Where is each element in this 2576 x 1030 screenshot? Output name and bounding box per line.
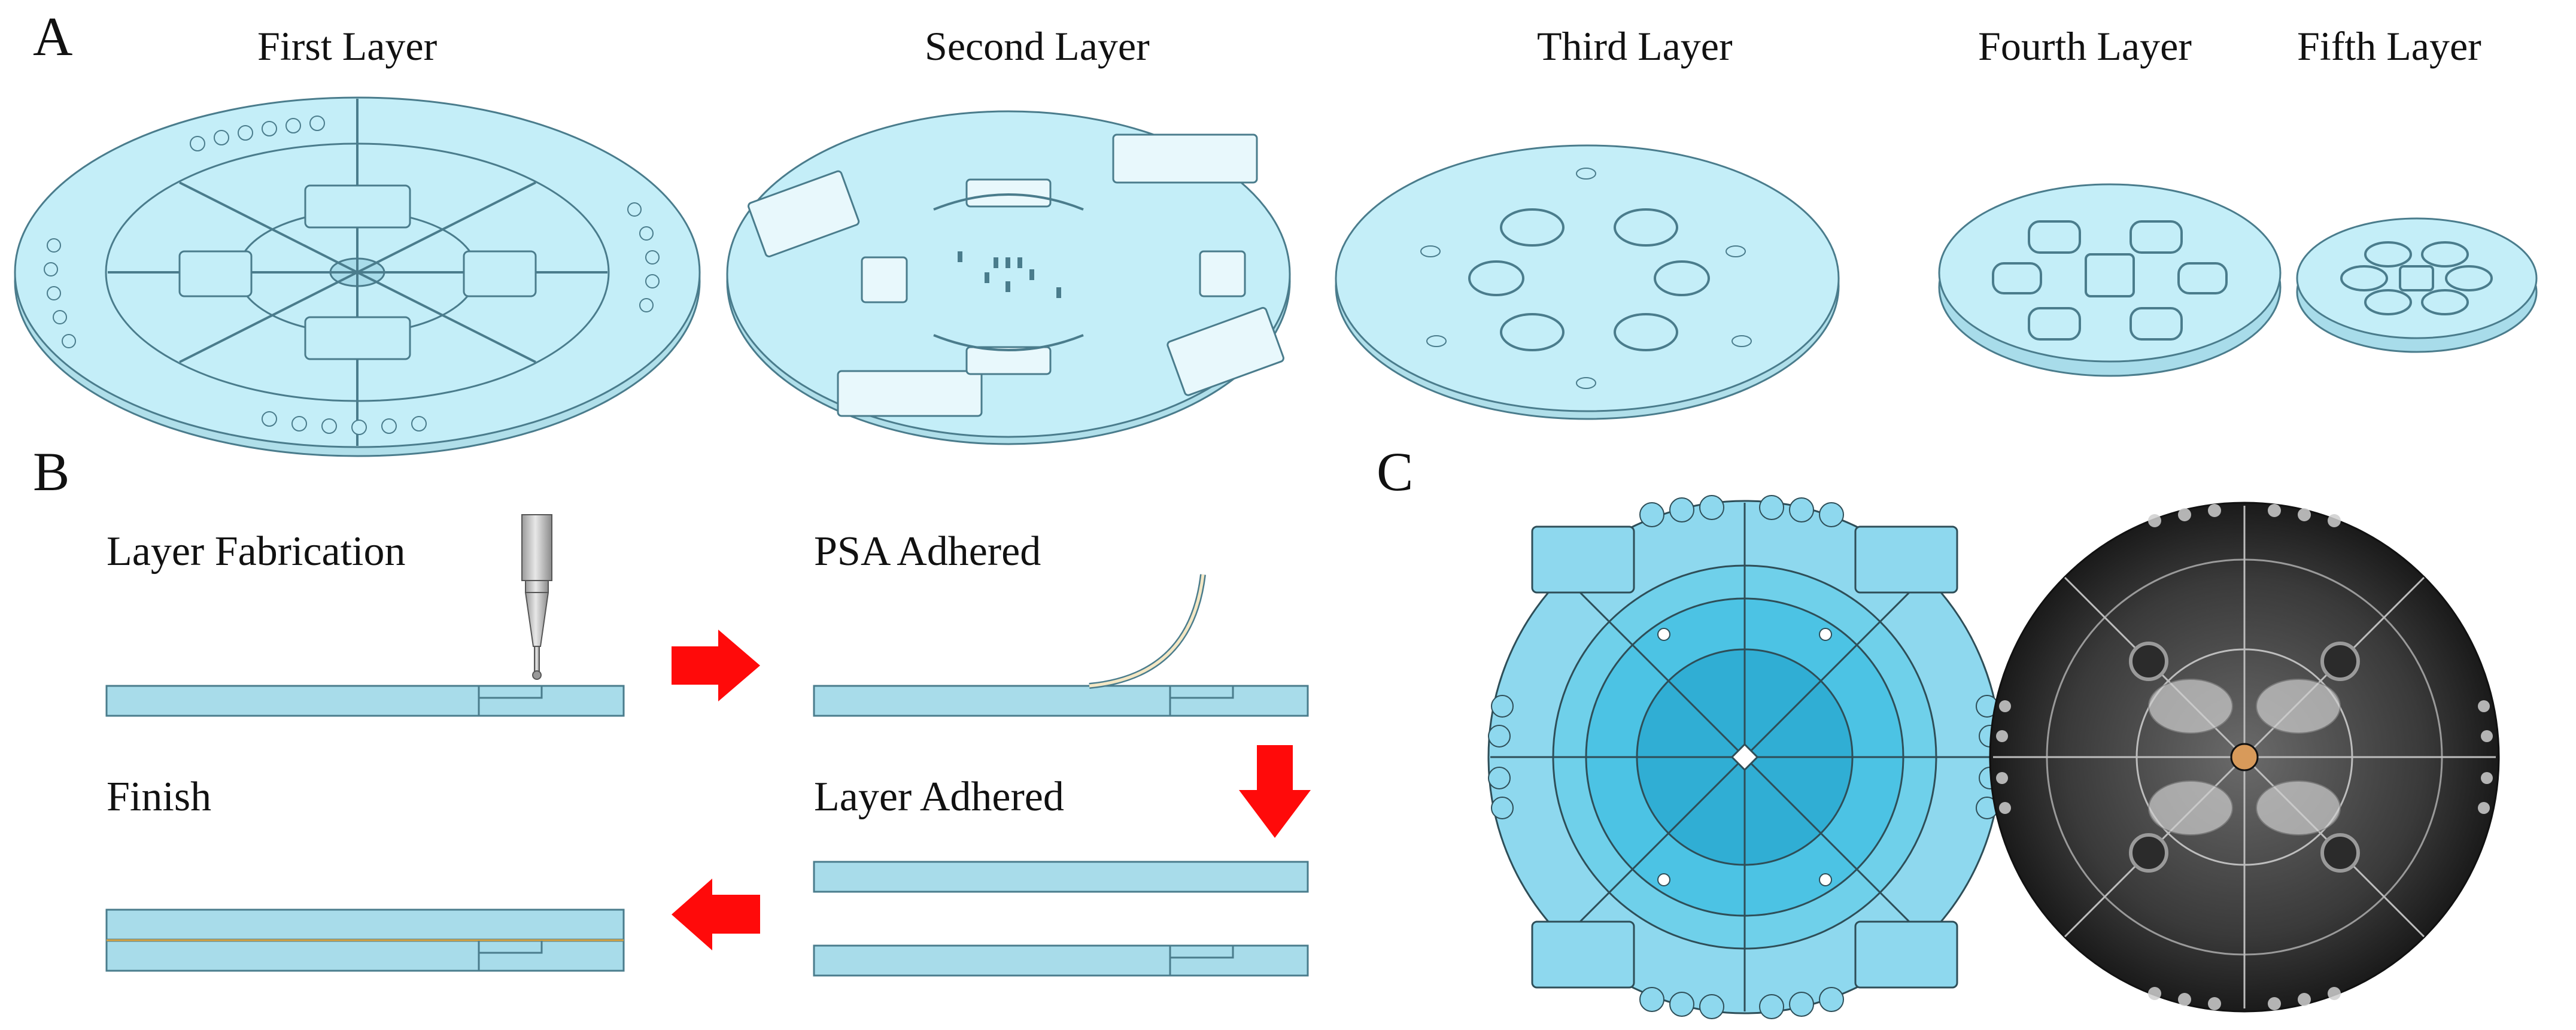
step4-layers xyxy=(105,909,625,972)
layer-1-disc xyxy=(14,96,701,457)
layer-2-disc xyxy=(726,110,1291,445)
layer-4-disc xyxy=(1938,183,2282,377)
step-label-finish: Finish xyxy=(107,774,212,820)
panel-label-c: C xyxy=(1377,441,1414,502)
layer-title-third: Third Layer xyxy=(1537,23,1733,69)
disc-render-top-view xyxy=(1487,495,2002,1019)
step-label-psa: PSA Adhered xyxy=(814,528,1041,575)
layer-title-first: First Layer xyxy=(257,23,438,69)
layer-title-fifth: Fifth Layer xyxy=(2297,23,2481,69)
arrow-left-icon xyxy=(672,879,760,950)
step1-layer xyxy=(105,685,625,717)
step-label-fabrication: Layer Fabrication xyxy=(107,528,406,575)
step3-layers xyxy=(813,861,1309,977)
disc-photo xyxy=(1989,502,2500,1013)
step-label-adhered: Layer Adhered xyxy=(814,774,1064,820)
arrow-down-icon xyxy=(1239,745,1311,838)
layer-5-disc xyxy=(2296,217,2538,353)
panel-label-a: A xyxy=(33,6,73,67)
panel-label-b: B xyxy=(33,441,70,502)
arrow-right-icon xyxy=(672,630,760,701)
layer-title-fourth: Fourth Layer xyxy=(1978,23,2192,69)
layer-title-second: Second Layer xyxy=(925,23,1150,69)
step2-layer xyxy=(813,685,1309,717)
layer-3-disc xyxy=(1335,144,1840,420)
milling-tool-icon xyxy=(521,514,552,680)
